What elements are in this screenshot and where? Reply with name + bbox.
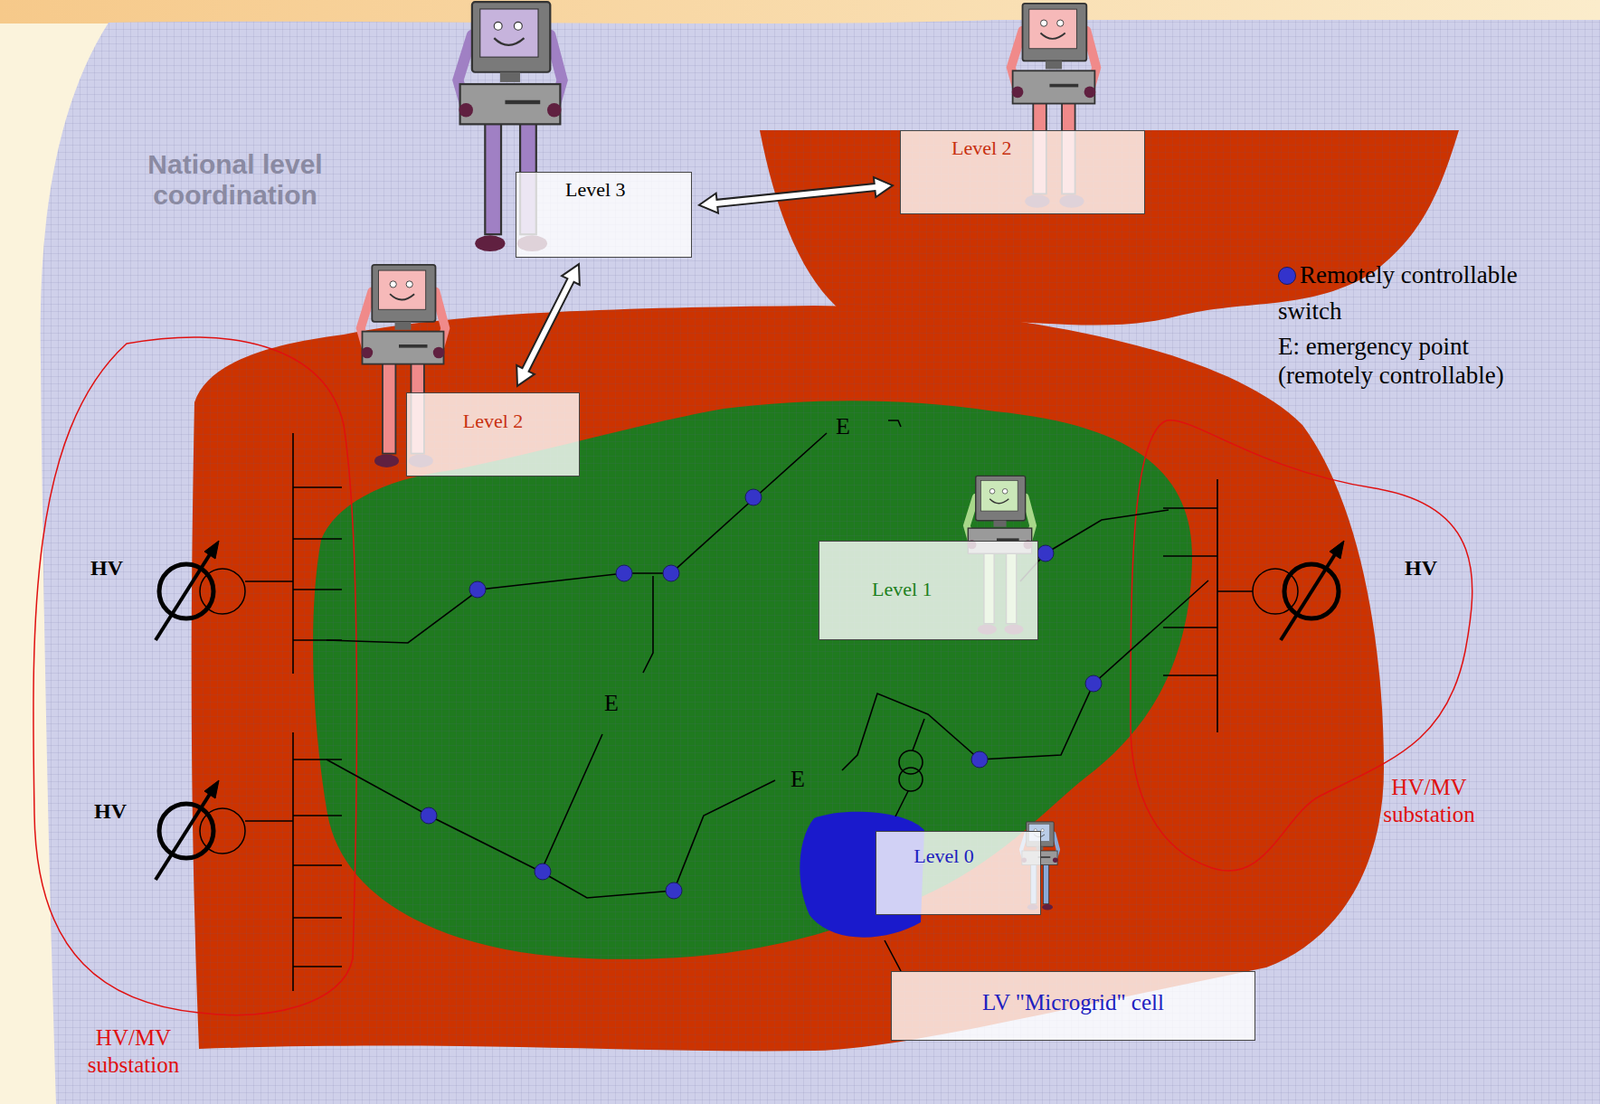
- legend-note: E: emergency point (remotely controllabl…: [1278, 331, 1550, 391]
- box-label: Level 0: [883, 844, 1004, 869]
- level-box: Level 2: [899, 130, 1146, 215]
- level-box: Level 0: [875, 831, 1042, 916]
- box-label: Level 2: [951, 136, 1137, 161]
- box-label: LV "Microgrid" cell: [899, 990, 1248, 1016]
- substation-outline: [33, 337, 358, 1016]
- coordination-arrow: [699, 177, 893, 214]
- emergency-point: E: [835, 412, 856, 441]
- level2-region: [759, 130, 1459, 332]
- legend-swatch: [1278, 266, 1297, 285]
- legend-item: Remotely controllable switch: [1278, 256, 1550, 330]
- level-box: Level 2: [406, 392, 580, 477]
- grid-texture: [759, 130, 1459, 332]
- level-box: LV "Microgrid" cell: [890, 971, 1256, 1042]
- box-label: Level 2: [414, 409, 572, 434]
- substation-label: HV/MV substation: [1365, 774, 1493, 829]
- level-box: Level 1: [818, 540, 1039, 641]
- legend: Remotely controllable switch: [1278, 256, 1550, 330]
- national-region: [40, 19, 1600, 1104]
- region-heading: National level coordination: [122, 149, 349, 211]
- level2-region: [191, 305, 1384, 1051]
- level-box: Level 3: [515, 171, 692, 258]
- grid-texture: [191, 305, 1384, 1051]
- box-label: Level 3: [565, 178, 684, 202]
- coordination-arrow: [516, 264, 580, 387]
- busbars: [245, 433, 1253, 992]
- hv-label: HV: [1404, 555, 1441, 582]
- level1-region: [312, 400, 1193, 960]
- hv-label: HV: [94, 798, 131, 825]
- box-label: Level 1: [871, 577, 1031, 602]
- feeder-lines: [326, 420, 1209, 972]
- emergency-point: E: [604, 689, 625, 718]
- hv-transformer-symbols: [155, 540, 1345, 881]
- grid-texture: [40, 19, 1600, 1104]
- grid-texture: [312, 400, 1193, 960]
- legend-text: Remotely controllable switch: [1278, 261, 1518, 325]
- hv-label: HV: [90, 555, 127, 582]
- substation-label: HV/MV substation: [72, 1024, 195, 1080]
- emergency-point: E: [790, 765, 811, 794]
